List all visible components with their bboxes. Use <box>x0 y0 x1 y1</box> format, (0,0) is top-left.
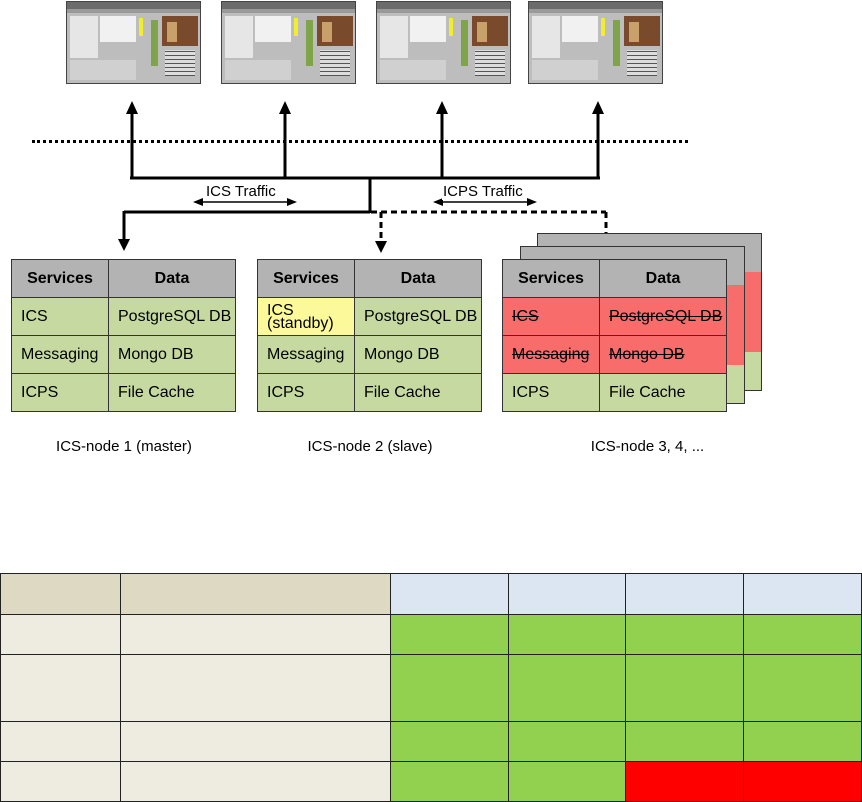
data-cell-disabled: Mongo DB <box>599 335 727 374</box>
data-cell: Mongo DB <box>108 335 236 374</box>
node-1-caption: ICS-node 1 (master) <box>56 438 192 455</box>
status-cell-green <box>390 614 509 655</box>
status-cell-green <box>390 721 509 762</box>
data-header: Data <box>354 259 482 298</box>
service-cell-disabled: Messaging <box>502 335 600 374</box>
service-cell: ICPS <box>257 373 355 412</box>
node-2-caption: ICS-node 2 (slave) <box>307 438 433 455</box>
data-cell: File Cache <box>108 373 236 412</box>
status-label-cell <box>0 721 121 762</box>
client-screen-thumbnail <box>528 1 663 84</box>
status-cell-green <box>508 721 626 762</box>
services-header: Services <box>257 259 355 298</box>
status-cell-green <box>743 654 862 722</box>
service-cell: Messaging <box>257 335 355 374</box>
data-cell-disabled: PostgreSQL DB <box>599 297 727 336</box>
status-label-cell <box>120 761 391 802</box>
status-cell-green <box>743 721 862 762</box>
status-cell-green <box>508 761 626 802</box>
data-cell: PostgreSQL DB <box>108 297 236 336</box>
status-cell-green <box>625 654 744 722</box>
status-cell-green <box>508 654 626 722</box>
service-cell-standby: ICS (standby) <box>257 297 355 336</box>
status-cell-red <box>625 761 744 802</box>
status-cell-green <box>508 614 626 655</box>
services-header: Services <box>502 259 600 298</box>
status-cell-green <box>625 614 744 655</box>
status-label-cell <box>120 654 391 722</box>
service-cell: ICPS <box>502 373 600 412</box>
status-cell-green <box>625 721 744 762</box>
status-table <box>0 573 862 802</box>
data-cell: PostgreSQL DB <box>354 297 482 336</box>
status-label-cell <box>0 614 121 655</box>
network-boundary-line <box>32 140 688 143</box>
service-cell-disabled: ICS <box>502 297 600 336</box>
status-header-cell <box>743 573 862 615</box>
data-header: Data <box>599 259 727 298</box>
service-cell: Messaging <box>11 335 109 374</box>
ics-traffic-label: ICS Traffic <box>205 183 277 200</box>
connection-diagram <box>118 101 612 253</box>
node-1-table: Services Data ICS PostgreSQL DB Messagin… <box>11 259 236 412</box>
data-cell: File Cache <box>599 373 727 412</box>
service-cell: ICPS <box>11 373 109 412</box>
data-cell: Mongo DB <box>354 335 482 374</box>
client-screen-thumbnail <box>66 1 201 84</box>
icps-traffic-label: ICPS Traffic <box>442 183 524 200</box>
node-3-table: Services Data ICS PostgreSQL DB Messagin… <box>502 259 727 412</box>
status-label-cell <box>0 761 121 802</box>
status-header-cell <box>0 573 121 615</box>
status-cell-red <box>743 761 862 802</box>
status-header-cell <box>625 573 744 615</box>
status-label-cell <box>120 614 391 655</box>
status-label-cell <box>120 721 391 762</box>
client-screen-thumbnail <box>221 1 356 84</box>
service-cell: ICS <box>11 297 109 336</box>
status-header-cell <box>120 573 391 615</box>
status-label-cell <box>0 654 121 722</box>
client-screen-thumbnail <box>376 1 511 84</box>
data-cell: File Cache <box>354 373 482 412</box>
data-header: Data <box>108 259 236 298</box>
status-header-cell <box>390 573 509 615</box>
status-cell-green <box>743 614 862 655</box>
status-cell-green <box>390 761 509 802</box>
status-header-cell <box>508 573 626 615</box>
services-header: Services <box>11 259 109 298</box>
node-3-caption: ICS-node 3, 4, ... <box>590 438 705 455</box>
status-cell-green <box>390 654 509 722</box>
node-2-table: Services Data ICS (standby) PostgreSQL D… <box>257 259 482 412</box>
